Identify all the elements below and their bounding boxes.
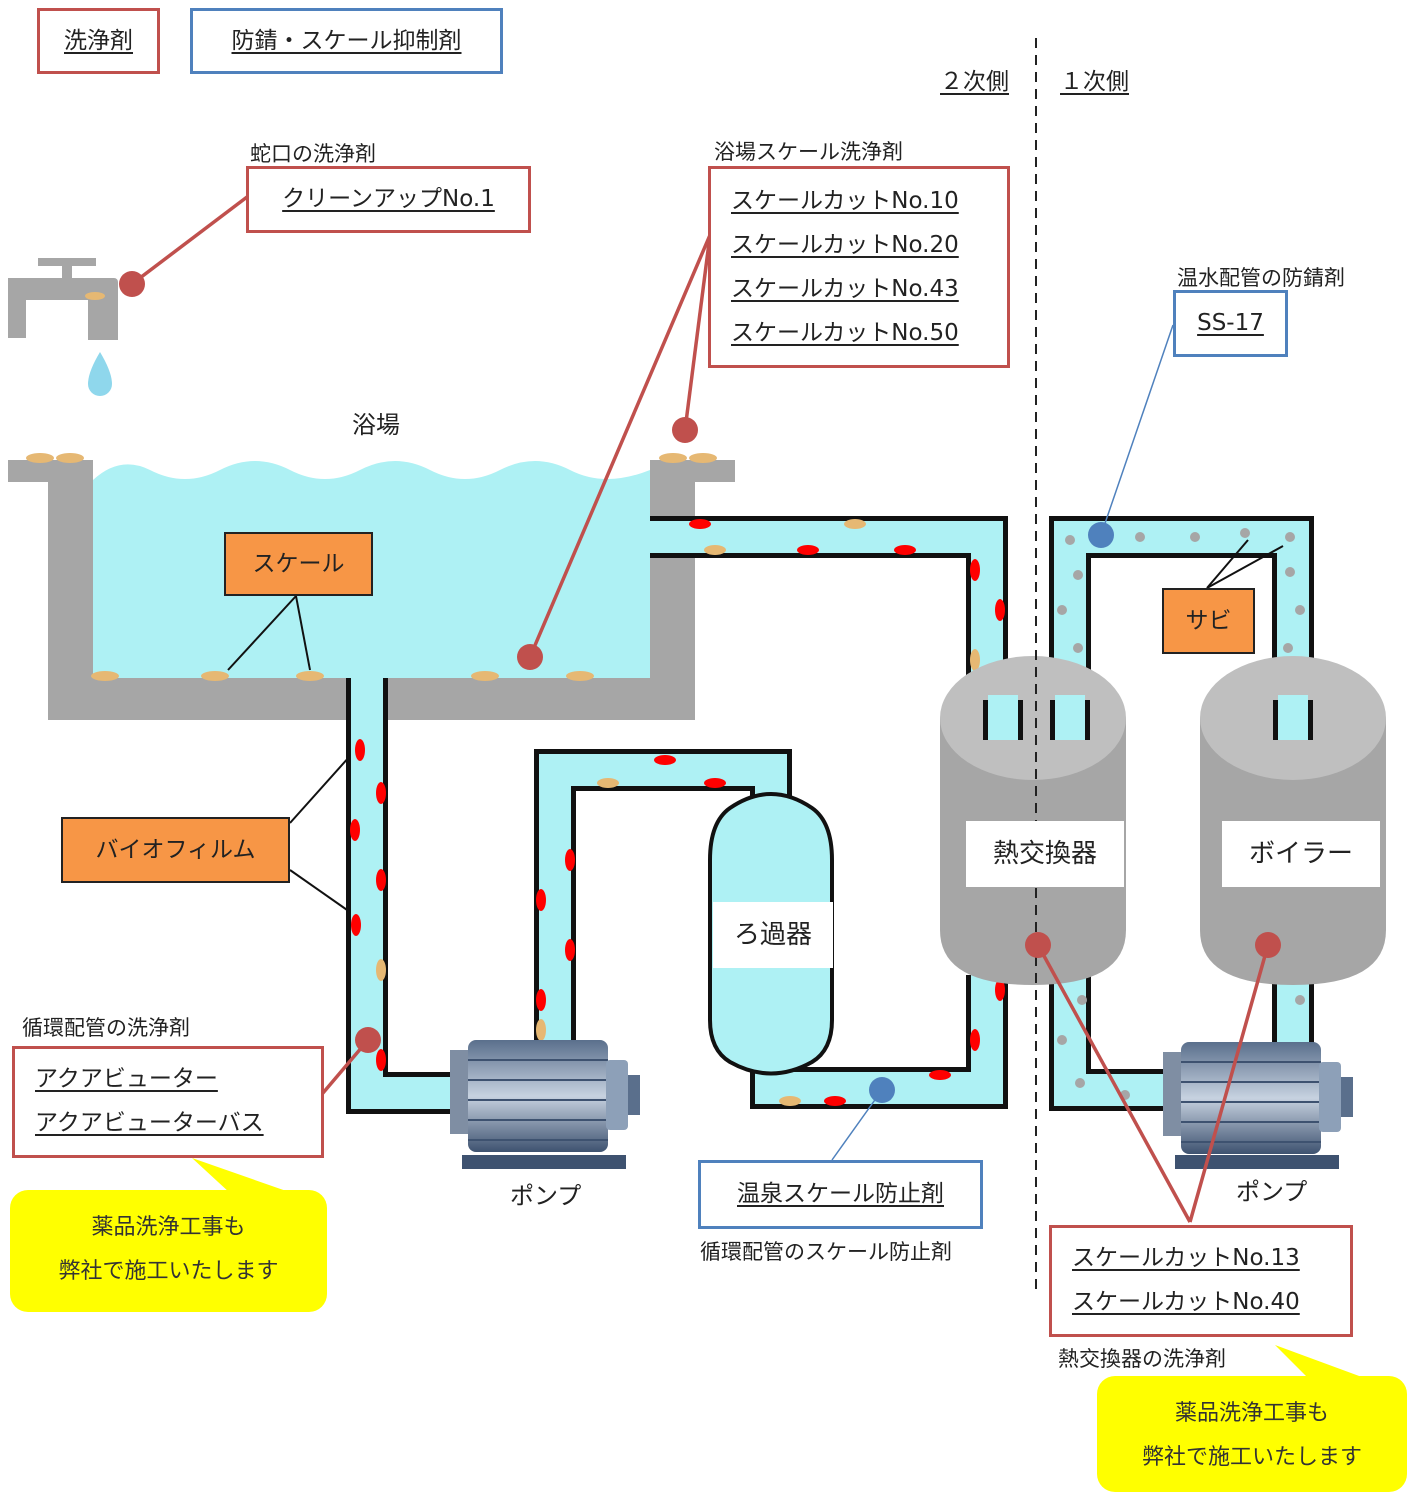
rust-tag: サビ [1162, 588, 1255, 654]
bubble-right-line-1: 薬品洗浄工事も [1174, 1401, 1329, 1426]
speech-bubble-right [1097, 1345, 1407, 1492]
hot-water-caption: 温水配管の防錆剤 [1177, 266, 1345, 290]
pump-icon [1163, 1042, 1353, 1169]
onsen-inhibitor-product: 温泉スケール防止剤 [737, 1181, 944, 1207]
filter-label: ろ過器 [713, 902, 833, 968]
biofilm-tag: バイオフィルム [61, 817, 290, 883]
legend-inhibitor: 防錆・スケール抑制剤 [190, 8, 503, 74]
water-drop-icon [88, 352, 112, 396]
faucet-cleaner-product: クリーンアップNo.1 [282, 186, 495, 212]
bubble-left-text: 薬品洗浄工事も 弊社で施工いたします [10, 1206, 327, 1294]
bath-cleaner-product-2: スケールカットNo.20 [731, 232, 959, 258]
bath-cleaner-product-4: スケールカットNo.50 [731, 320, 959, 346]
circulation-cleaner-product-1: アクアビューター [35, 1066, 218, 1092]
scale-tag: スケール [224, 532, 373, 596]
pump-left-label: ポンプ [510, 1182, 582, 1210]
bubble-left-line-2: 弊社で施工いたします [58, 1259, 279, 1284]
pump-right-label: ポンプ [1236, 1178, 1308, 1206]
heat-exchanger-cleaner-box: スケールカットNo.13 スケールカットNo.40 [1049, 1225, 1353, 1337]
circulation-pipes [346, 516, 1314, 1114]
heat-exchanger-cleaner-product-2: スケールカットNo.40 [1072, 1289, 1300, 1315]
heat-exchanger-cleaner-caption: 熱交換器の洗浄剤 [1058, 1347, 1226, 1371]
bath-label: 浴場 [352, 411, 400, 439]
legend-cleaner: 洗浄剤 [37, 8, 160, 74]
circulation-cleaner-caption: 循環配管の洗浄剤 [22, 1016, 190, 1040]
scale-spots [376, 519, 980, 1106]
circulation-cleaner-box: アクアビューター アクアビューターバス [12, 1046, 324, 1158]
boiler-label: ボイラー [1222, 821, 1380, 887]
faucet-cleaner-box: クリーンアップNo.1 [246, 166, 531, 233]
heat-exchanger-cleaner-product-1: スケールカットNo.13 [1072, 1245, 1300, 1271]
hot-water-box: SS-17 [1173, 290, 1288, 357]
onsen-inhibitor-caption: 循環配管のスケール防止剤 [700, 1240, 952, 1264]
primary-side-label: １次側 [1060, 69, 1129, 95]
rust-spots [1057, 528, 1305, 1100]
legend-inhibitor-label: 防錆・スケール抑制剤 [231, 28, 462, 54]
bath-cleaner-product-3: スケールカットNo.43 [731, 276, 959, 302]
faucet-icon [8, 258, 118, 340]
bubble-right-line-2: 弊社で施工いたします [1141, 1445, 1362, 1470]
callout-dots [119, 271, 1281, 1103]
pump-icon [450, 1040, 640, 1169]
circulation-cleaner-product-2: アクアビューターバス [35, 1110, 264, 1136]
legend-cleaner-label: 洗浄剤 [64, 28, 133, 54]
heat-exchanger-label: 熱交換器 [966, 821, 1124, 887]
speech-bubble-left [10, 1158, 327, 1312]
biofilm-spots [350, 519, 1005, 1106]
bubble-right-text: 薬品洗浄工事も 弊社で施工いたします [1097, 1392, 1407, 1480]
bath-cleaner-product-1: スケールカットNo.10 [731, 188, 959, 214]
bath-cleaner-box: スケールカットNo.10 スケールカットNo.20 スケールカットNo.43 ス… [708, 166, 1010, 368]
bath-cleaner-caption: 浴場スケール洗浄剤 [714, 140, 903, 164]
faucet-cleaner-caption: 蛇口の洗浄剤 [250, 142, 376, 166]
bubble-left-line-1: 薬品洗浄工事も [91, 1215, 246, 1240]
onsen-inhibitor-box: 温泉スケール防止剤 [698, 1160, 983, 1229]
hot-water-product: SS-17 [1197, 310, 1264, 336]
secondary-side-label: ２次側 [940, 69, 1009, 95]
